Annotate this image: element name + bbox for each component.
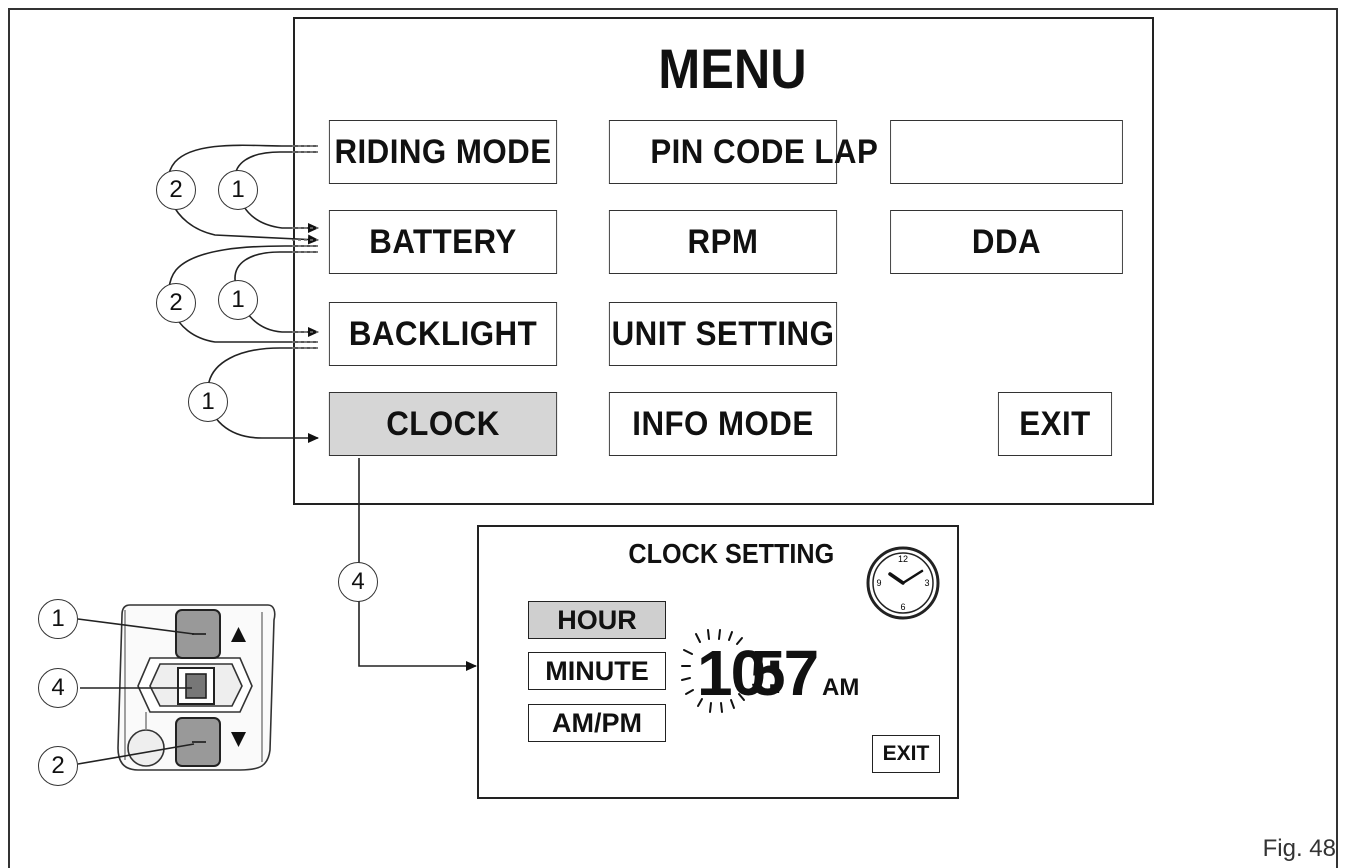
clock-setting-title: CLOCK SETTING	[628, 538, 835, 569]
callout-1-top: 1	[218, 170, 258, 210]
menu-item-exit[interactable]: EXIT	[997, 392, 1113, 456]
callout-1-mid: 1	[218, 280, 258, 320]
callout-2-switch: 2	[38, 746, 78, 786]
time-ampm: AM	[822, 674, 860, 701]
menu-item-rpm[interactable]: RPM	[608, 210, 838, 274]
clock-number-9: 9	[876, 578, 881, 588]
loop-2-mid	[168, 245, 318, 343]
callout-2-mid: 2	[156, 283, 196, 323]
figure-frame	[8, 8, 1338, 868]
menu-item-unit-setting[interactable]: UNIT SETTING	[608, 302, 838, 366]
callout-1-switch: 1	[38, 599, 78, 639]
menu-item-backlight[interactable]: BACKLIGHT	[328, 302, 558, 366]
time-minute: 57	[750, 637, 819, 709]
handlebar-switch-illustration	[117, 604, 276, 771]
time-separator: :	[764, 635, 785, 707]
callout-4-connector: 4	[338, 562, 378, 602]
figure-label: Fig. 48	[1262, 835, 1336, 862]
minute-button[interactable]: MINUTE	[528, 652, 666, 690]
up-arrow-icon	[231, 627, 246, 642]
menu-title: MENU	[658, 37, 807, 100]
menu-item-riding-mode[interactable]: RIDING MODE	[328, 120, 558, 184]
clock-number-6: 6	[900, 602, 905, 612]
menu-item-empty[interactable]	[890, 120, 1123, 184]
clock-number-12: 12	[898, 554, 908, 564]
clock-exit-button[interactable]: EXIT	[872, 735, 940, 773]
callout-2-top: 2	[156, 170, 196, 210]
menu-item-battery[interactable]: BATTERY	[328, 210, 558, 274]
clock-number-3: 3	[924, 578, 929, 588]
hour-button[interactable]: HOUR	[528, 601, 666, 639]
down-arrow-icon	[231, 732, 246, 747]
menu-item-clock[interactable]: CLOCK	[328, 392, 558, 456]
callout-1-bottom: 1	[188, 382, 228, 422]
connector-clock-to-setting	[358, 458, 477, 671]
callout-4-switch: 4	[38, 668, 78, 708]
loop-2-top	[166, 144, 319, 245]
blink-rays-icon	[681, 629, 745, 713]
time-hour: 10	[697, 637, 766, 709]
menu-item-dda[interactable]: DDA	[890, 210, 1123, 274]
menu-item-info-mode[interactable]: INFO MODE	[608, 392, 838, 456]
ampm-button[interactable]: AM/PM	[528, 704, 666, 742]
clock-icon: 12 3 6 9	[866, 546, 940, 620]
